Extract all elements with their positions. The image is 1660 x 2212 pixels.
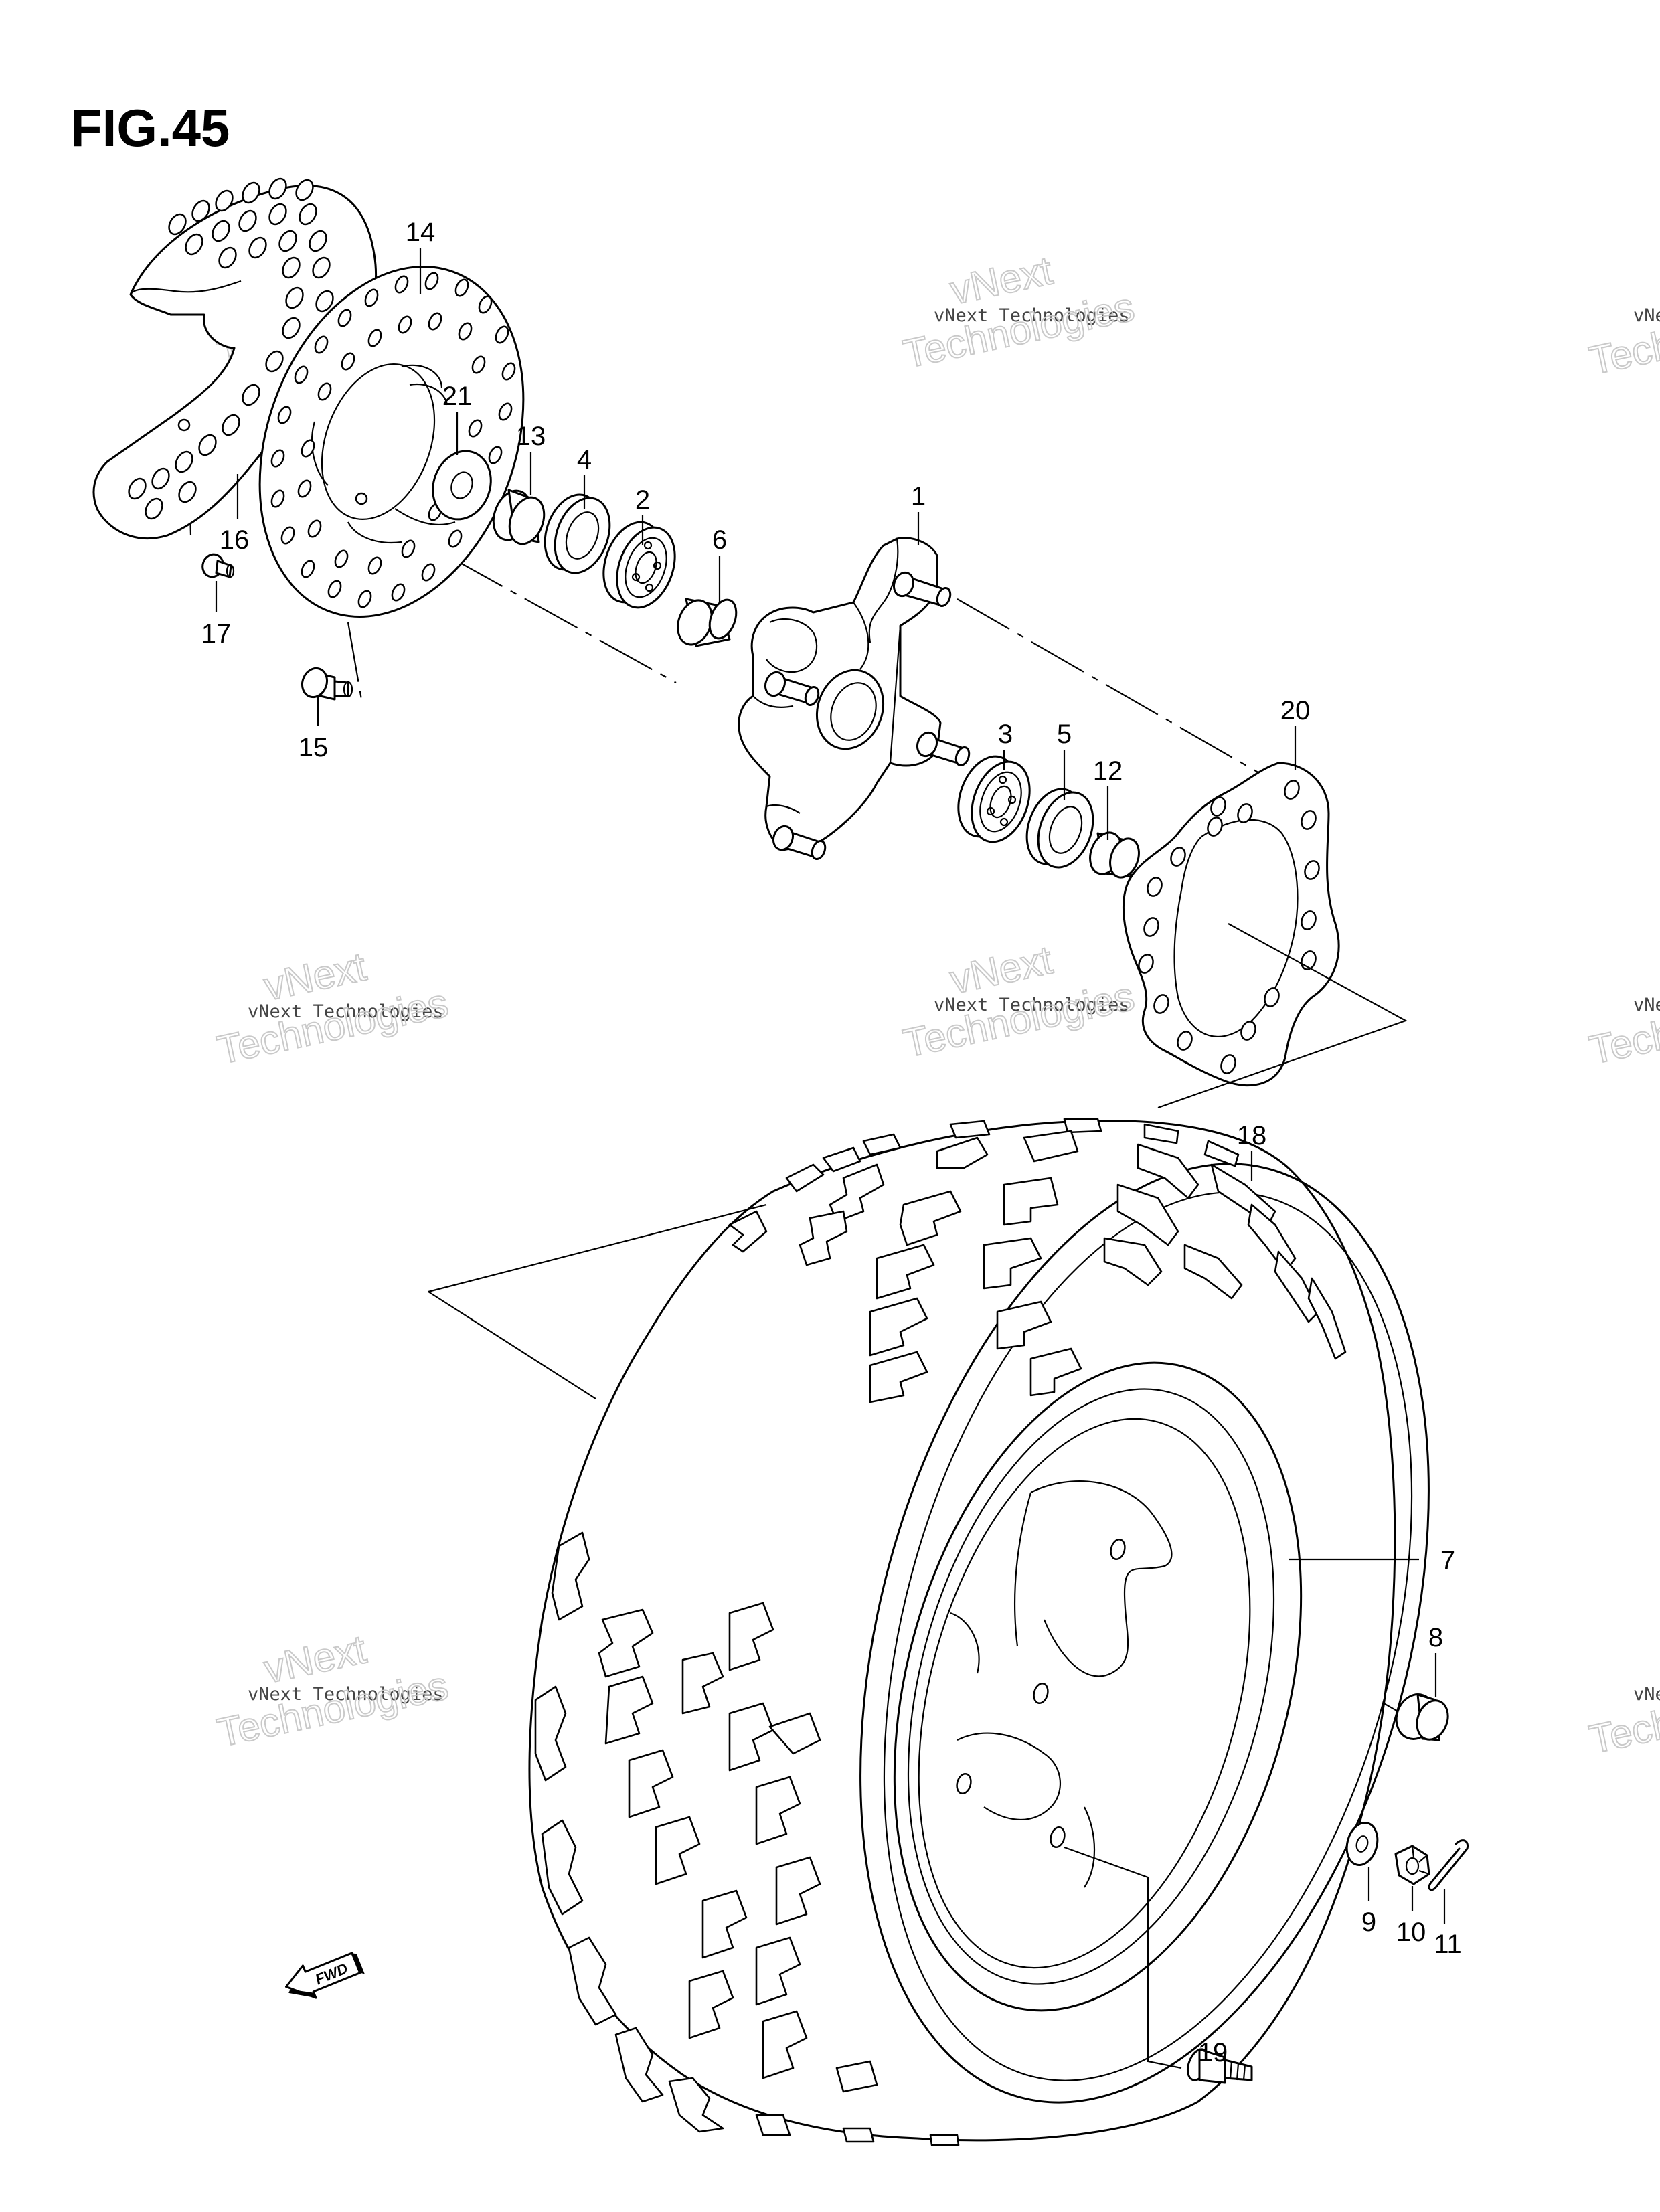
- bearing-2: [602, 521, 676, 609]
- exploded-line-guard: [1157, 923, 1408, 1109]
- watermark-edge-1: vNext Technologies: [1585, 290, 1660, 384]
- watermark-2: vNext Technologies vNext Technologies: [899, 247, 1139, 377]
- svg-text:vNext: vNext: [1633, 995, 1660, 1015]
- leader-lines: [215, 248, 1446, 2069]
- wheel-rim-7: [893, 1361, 1303, 2012]
- callout-21: 21: [442, 381, 473, 411]
- callout-16: 16: [220, 525, 250, 555]
- callout-8: 8: [1428, 1623, 1443, 1652]
- svg-text:vNext Technologies: vNext Technologies: [248, 1684, 444, 1705]
- hub-stud-left: [764, 671, 820, 707]
- callout-13: 13: [516, 422, 546, 451]
- hub-guard-holes: [1138, 780, 1320, 1074]
- spacer-21: [432, 450, 492, 521]
- tread-lugs: [534, 1118, 1347, 2146]
- figure-title: FIG.45: [70, 98, 230, 157]
- callout-4: 4: [577, 445, 592, 475]
- callout-12: 12: [1093, 756, 1123, 786]
- callout-19: 19: [1198, 2038, 1228, 2067]
- svg-text:vNext: vNext: [1633, 1684, 1660, 1705]
- oil-seal-4: [544, 493, 611, 574]
- wheel-hub: [738, 537, 971, 861]
- callout-18: 18: [1237, 1121, 1267, 1151]
- hub-stud-top: [892, 571, 952, 608]
- callout-2: 2: [635, 485, 650, 515]
- castle-nut-10: [1394, 1845, 1430, 1885]
- disc-guard-holes: [128, 177, 334, 520]
- callout-6: 6: [712, 525, 727, 555]
- part-callouts: 1 2 3 4 5 6 7 8 9 10 11 12 13 14 15 16 1…: [201, 218, 1462, 2067]
- axis-line-hub-guard: [957, 598, 1266, 777]
- dust-seal-12: [1089, 831, 1140, 879]
- wheel-nut-8: [1395, 1693, 1449, 1741]
- dust-seal-13: [492, 489, 546, 545]
- tire-18: [528, 1118, 1430, 2146]
- cotter-pin-11: [1428, 1839, 1469, 1891]
- hub-guard-20: [1123, 762, 1340, 1086]
- fwd-direction-arrow: FWD: [284, 1952, 365, 1999]
- disc-bolt-15: [301, 667, 353, 701]
- watermark-edge-2: vNext Technologies: [1585, 979, 1660, 1073]
- oil-seal-5: [1025, 788, 1094, 869]
- watermark-4: vNext Technologies vNext Technologies: [899, 936, 1139, 1066]
- svg-text:vNext Technologies: vNext Technologies: [934, 995, 1130, 1015]
- spacer-6: [677, 598, 738, 647]
- brake-disc: [258, 266, 525, 618]
- bearing-3: [957, 755, 1031, 843]
- watermark-edge-3: vNext Technologies: [1585, 1669, 1660, 1762]
- callout-7: 7: [1440, 1546, 1455, 1576]
- callout-20: 20: [1280, 696, 1311, 726]
- hub-stud-bottom: [772, 825, 827, 861]
- svg-text:vNext Technologies: vNext Technologies: [248, 1001, 444, 1022]
- hub-stud-right: [916, 731, 971, 767]
- disc-guard: [92, 177, 378, 539]
- washer-9: [1345, 1822, 1379, 1866]
- callout-5: 5: [1057, 719, 1072, 749]
- callout-11: 11: [1434, 1930, 1462, 1959]
- svg-text:vNext: vNext: [1633, 305, 1660, 326]
- callout-14: 14: [406, 218, 436, 247]
- guard-bolt-17: [201, 553, 235, 578]
- callout-1: 1: [911, 482, 926, 511]
- watermark-5: vNext Technologies vNext Technologies: [213, 1626, 453, 1756]
- watermark-3: vNext Technologies vNext Technologies: [213, 943, 453, 1073]
- callout-10: 10: [1396, 1918, 1426, 1947]
- callout-17: 17: [201, 619, 232, 649]
- exploded-line-tire-left: [428, 1203, 767, 1399]
- callout-9: 9: [1361, 1907, 1376, 1937]
- callout-15: 15: [299, 733, 329, 762]
- svg-text:vNext Technologies: vNext Technologies: [934, 305, 1130, 326]
- axis-line-disc-bolt: [347, 622, 363, 700]
- valve-19: [1186, 2048, 1253, 2084]
- callout-3: 3: [998, 719, 1013, 749]
